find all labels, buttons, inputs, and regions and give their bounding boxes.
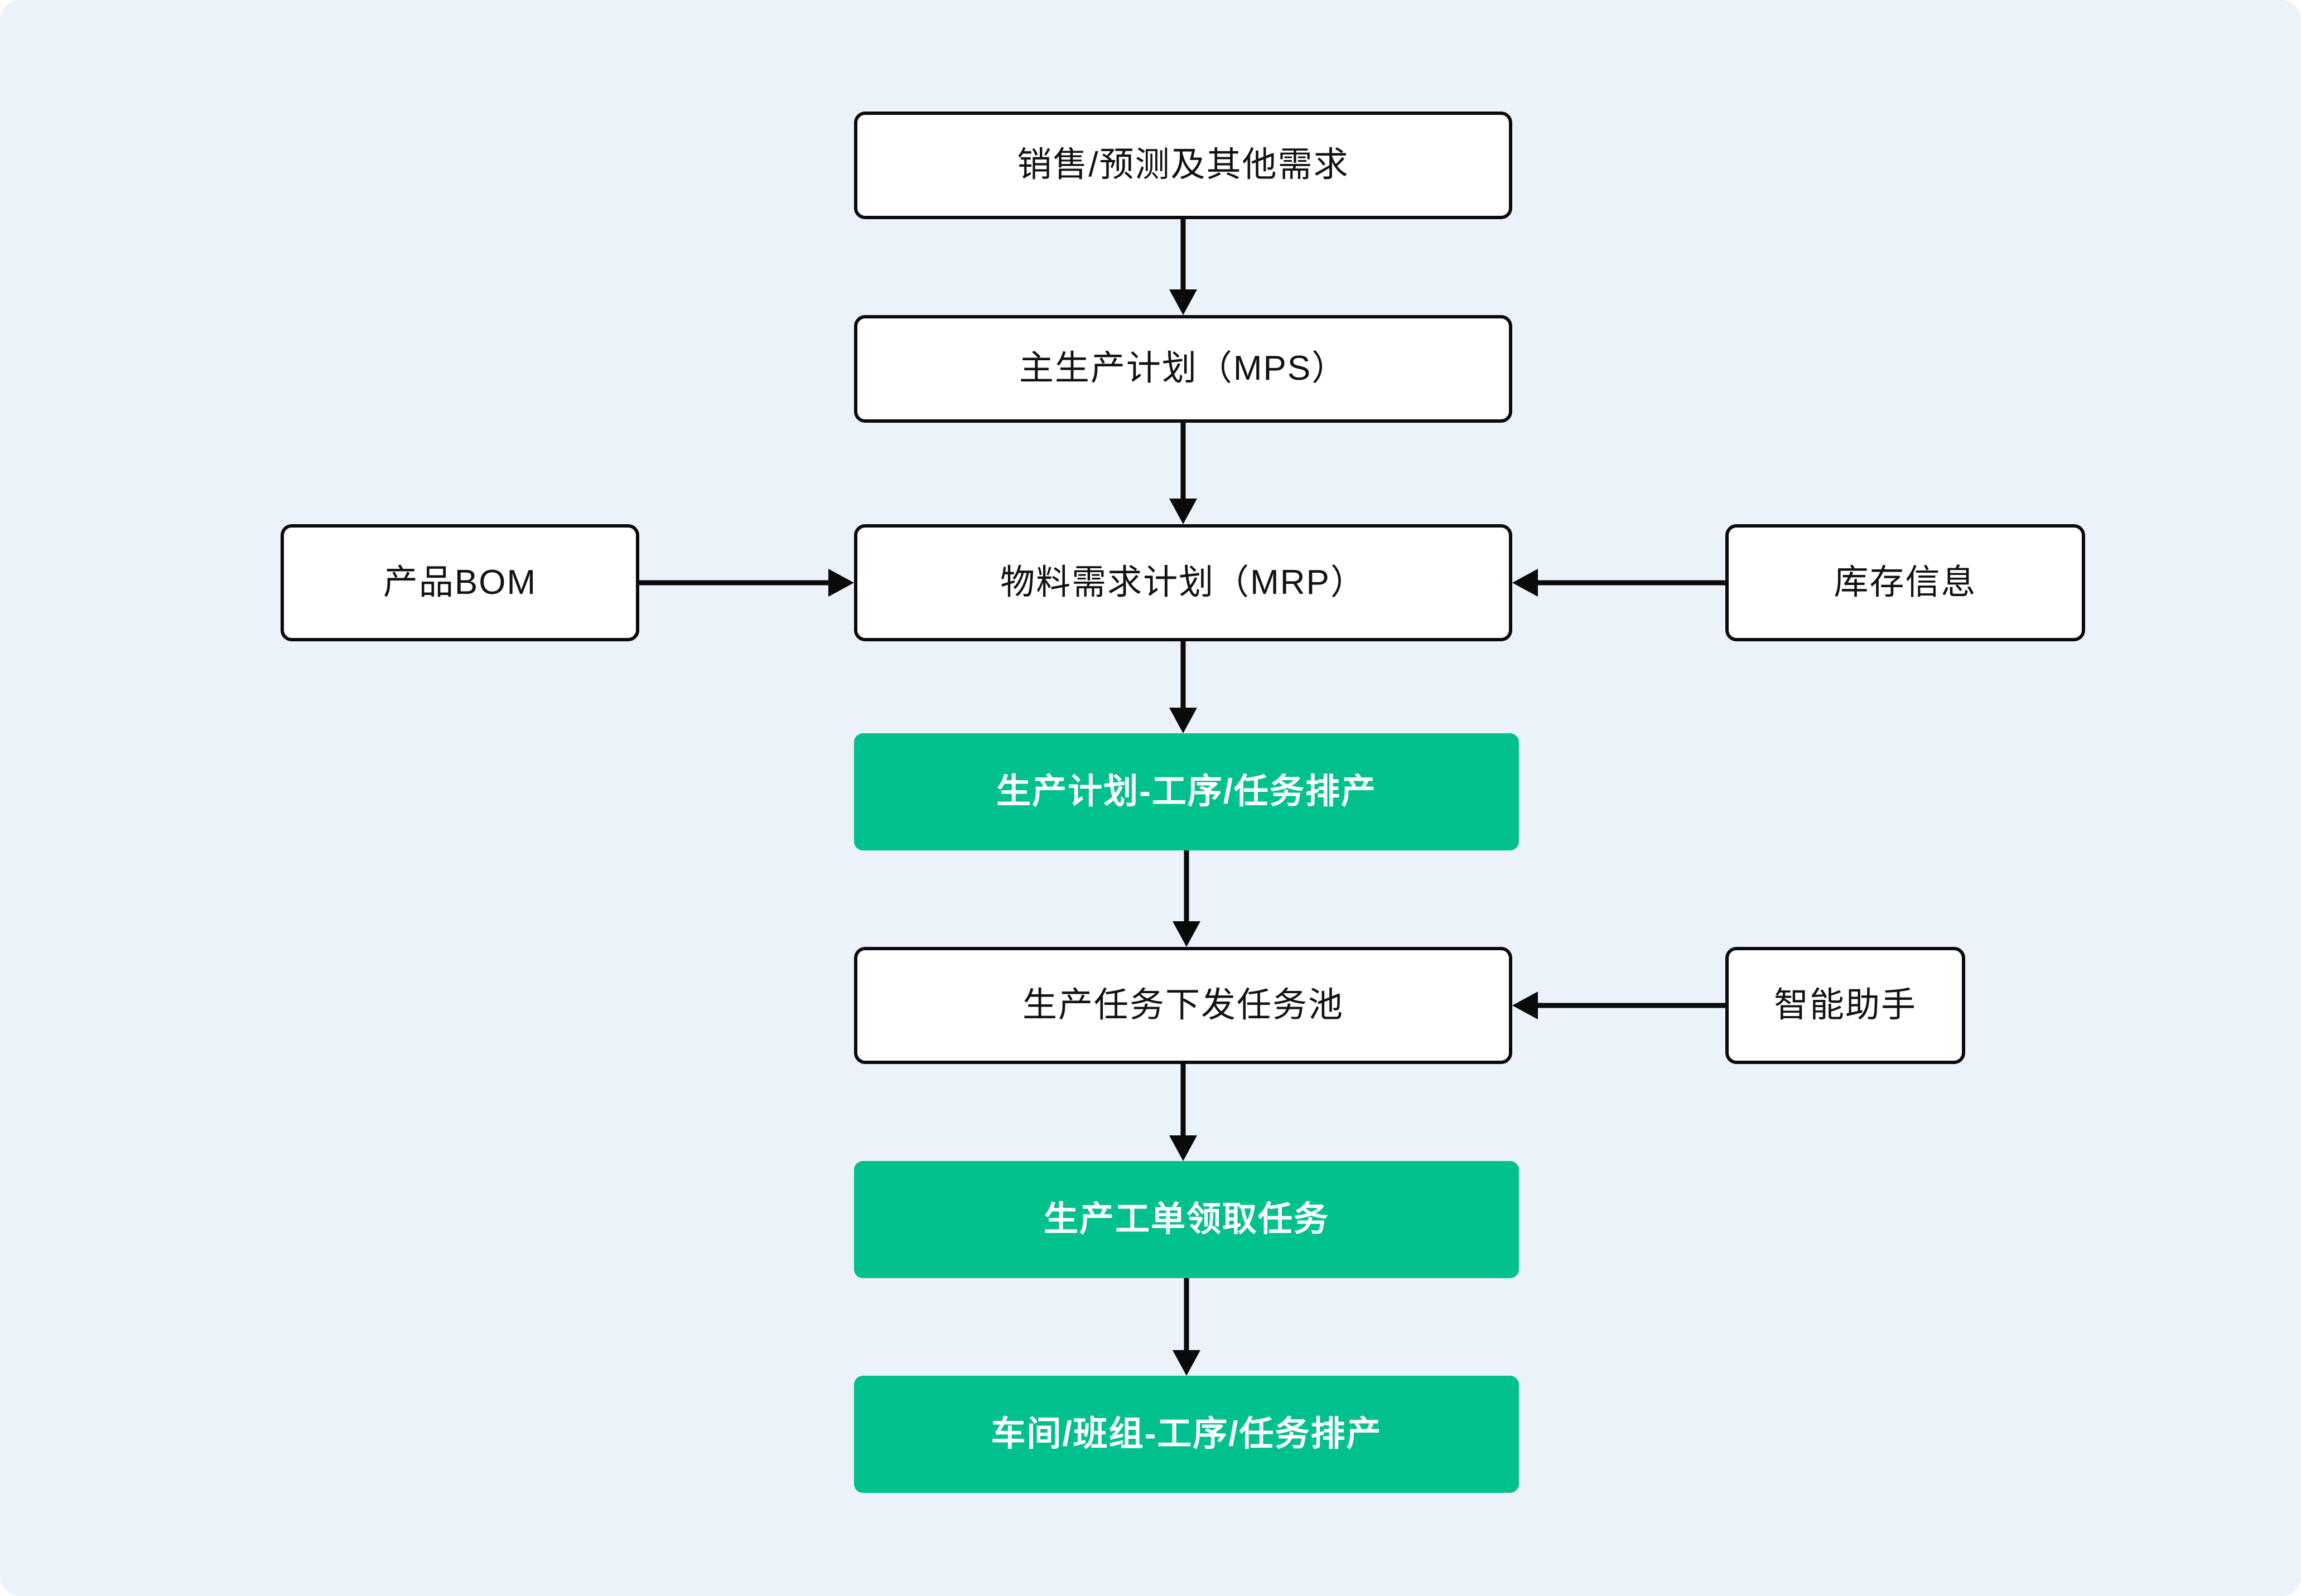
node-label: 主生产计划（MPS） <box>1019 349 1348 388</box>
arrow-assistant-to-pool <box>1512 989 1725 1022</box>
arrow-plan-to-pool <box>1170 850 1203 947</box>
arrow-sales-to-mps <box>1167 219 1199 315</box>
node-label: 生产任务下发任务池 <box>1022 985 1344 1024</box>
arrow-inventory-to-mrp <box>1512 567 1725 599</box>
node-label: 物料需求计划（MRP） <box>1000 563 1366 602</box>
node-label: 产品BOM <box>383 563 537 602</box>
arrow-pool-to-workorder <box>1167 1064 1199 1161</box>
node-label: 销售/预测及其他需求 <box>1017 146 1349 185</box>
node-label: 智能助手 <box>1773 985 1917 1024</box>
node-label: 车间/班组-工序/任务排产 <box>991 1414 1382 1453</box>
node-production_plan[interactable]: 生产计划-工序/任务排产 <box>854 733 1519 850</box>
node-workshop_schedule[interactable]: 车间/班组-工序/任务排产 <box>854 1376 1519 1493</box>
node-sales_forecast[interactable]: 销售/预测及其他需求 <box>854 112 1512 219</box>
node-label: 生产计划-工序/任务排产 <box>996 772 1377 811</box>
node-smart_assistant[interactable]: 智能助手 <box>1725 947 1965 1064</box>
arrow-mrp-to-plan <box>1167 641 1199 733</box>
node-inventory_info[interactable]: 库存信息 <box>1725 524 2085 641</box>
node-mps[interactable]: 主生产计划（MPS） <box>854 315 1512 423</box>
node-label: 库存信息 <box>1834 563 1977 602</box>
arrow-mps-to-mrp <box>1167 423 1199 524</box>
arrow-bom-to-mrp <box>639 567 854 599</box>
node-task_pool[interactable]: 生产任务下发任务池 <box>854 947 1512 1064</box>
node-label: 生产工单领取任务 <box>1043 1200 1329 1239</box>
node-work_order_claim[interactable]: 生产工单领取任务 <box>854 1161 1519 1278</box>
node-product_bom[interactable]: 产品BOM <box>281 524 639 641</box>
node-mrp[interactable]: 物料需求计划（MRP） <box>854 524 1512 641</box>
arrow-workorder-to-workshop <box>1170 1278 1203 1376</box>
